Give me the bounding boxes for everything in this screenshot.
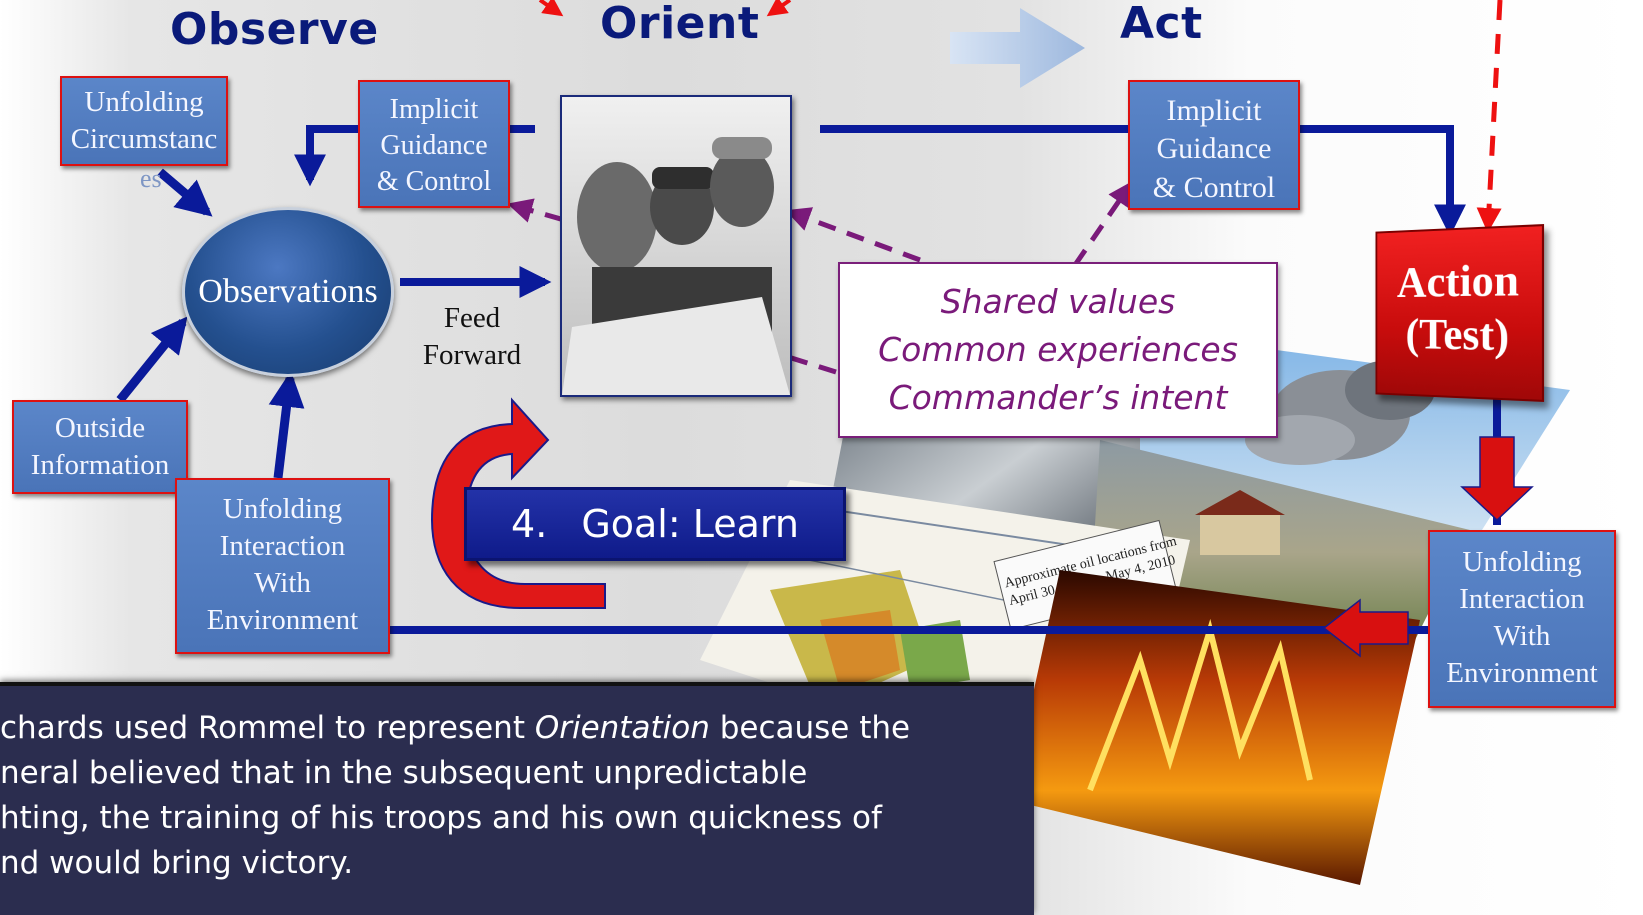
goal-text: Goal: Learn — [581, 502, 799, 546]
caption-line3: hting, the training of his troops and hi… — [0, 799, 882, 836]
act-unfolding-interaction-box: Unfolding Interaction With Environment — [1428, 530, 1616, 708]
unfolding-circumstances-box: Unfolding Circumstanc es — [60, 76, 228, 193]
feed-forward-line2: Forward — [422, 338, 522, 371]
dashed-red-feedback — [1476, 0, 1503, 233]
outside-information-line1: Outside — [54, 412, 146, 444]
feed-forward-label: Feed Forward — [412, 300, 532, 373]
top-red-arrow-left — [538, 0, 564, 17]
act-implicit-line2: Guidance — [1156, 132, 1272, 166]
outside-information-box: Outside Information — [12, 400, 188, 494]
observe-implicit-guidance-box: Implicit Guidance & Control — [358, 80, 510, 208]
orient-photo-rommel — [560, 95, 792, 397]
observations-node: Observations — [182, 207, 394, 377]
dashed-purple-lower-orient — [784, 353, 837, 375]
orient-heading: Orient — [600, 0, 760, 49]
caption-panel: chards used Rommel to represent Orientat… — [0, 682, 1034, 915]
observe-unfolding-interaction-box: Unfolding Interaction With Environment — [175, 478, 390, 654]
unfolding-circumstances-line2: Circumstanc — [70, 123, 218, 156]
shared-values-line1: Shared values — [940, 282, 1176, 321]
unfolding-circumstances-line3: es — [140, 164, 162, 193]
orient-to-action-line — [820, 125, 1466, 237]
feed-forward-line1: Feed — [443, 302, 501, 334]
environment-collage: Approximate oil locations from April 30,… — [700, 330, 1570, 885]
shared-values-line2: Common experiences — [878, 329, 1238, 369]
observe-interaction-line4: Environment — [206, 604, 359, 637]
goal-learn-box: 4. Goal: Learn — [464, 487, 846, 561]
observe-implicit-line3: & Control — [376, 165, 492, 197]
outside-information-line2: Information — [30, 449, 170, 482]
outside-info-to-observations-arrow — [116, 316, 188, 403]
action-down-red-arrow — [1460, 436, 1534, 522]
circumstances-to-observations-arrow — [157, 168, 213, 217]
caption-line1: chards used Rommel to represent Orientat… — [0, 706, 1034, 751]
environment-left-red-arrow — [1322, 598, 1409, 658]
act-interaction-line1: Unfolding — [1462, 546, 1582, 578]
act-implicit-guidance-box: Implicit Guidance & Control — [1128, 80, 1300, 210]
act-interaction-line2: Interaction — [1459, 583, 1585, 616]
dashed-purple-to-orient — [785, 207, 921, 263]
act-implicit-line1: Implicit — [1166, 94, 1262, 127]
unfolding-circumstances-line1: Unfolding — [84, 86, 204, 118]
caption-line2: neral believed that in the subsequent un… — [0, 754, 808, 791]
observations-label: Observations — [198, 273, 378, 310]
dashed-purple-to-observe-guidance — [507, 198, 621, 239]
decide-to-act-arrow — [950, 8, 1085, 88]
observe-interaction-line3: With — [254, 567, 311, 600]
observe-interaction-line2: Interaction — [219, 530, 346, 563]
caption-line4: nd would bring victory. — [0, 844, 354, 881]
rommel-photo-image — [562, 97, 790, 395]
caption-line1-prefix: chards used Rommel to represent — [0, 710, 535, 746]
act-implicit-line3: & Control — [1152, 170, 1276, 204]
action-line2: (Test) — [1405, 309, 1510, 361]
shared-values-box: Shared values Common experiences Command… — [838, 262, 1278, 438]
action-line1: Action — [1396, 255, 1520, 307]
dashed-purple-to-act-guidance — [1072, 180, 1133, 267]
observe-interaction-line1: Unfolding — [222, 493, 343, 525]
observe-implicit-line1: Implicit — [389, 94, 479, 125]
goal-number: 4. — [511, 502, 548, 546]
interaction-to-observations-arrow — [268, 370, 305, 479]
action-test-box: Action (Test) — [1375, 224, 1545, 402]
act-heading: Act — [1120, 0, 1203, 49]
caption-line1-emphasis: Orientation — [534, 710, 710, 746]
top-red-arrow-right — [766, 0, 792, 17]
caption-line1-suffix: because the — [709, 710, 911, 746]
observe-heading: Observe — [170, 4, 379, 55]
act-interaction-line3: With — [1493, 620, 1551, 653]
shared-values-line3: Commander’s intent — [888, 377, 1228, 417]
act-interaction-line4: Environment — [1446, 657, 1598, 690]
observe-implicit-line2: Guidance — [380, 129, 488, 161]
